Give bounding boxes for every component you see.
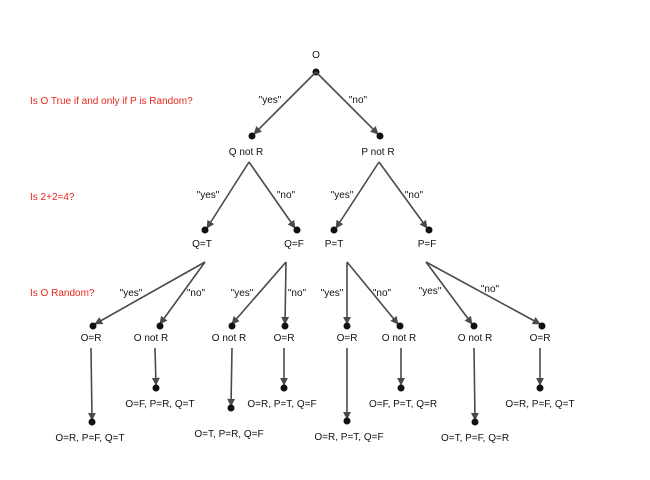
node-dot-q-f (293, 226, 301, 234)
node-dot-p-t (330, 226, 338, 234)
node-label-l3-3: O not R (212, 333, 246, 344)
node-label-leaf-6: O=F, P=T, Q=R (369, 399, 437, 410)
node-label-leaf-1: O=R, P=F, Q=T (55, 433, 124, 444)
answer-label-p-f-no: "no" (481, 284, 500, 295)
node-label-l3-1: O=R (81, 333, 102, 344)
answer-label-root-no: "no" (349, 95, 368, 106)
edge-root-no (315, 71, 379, 135)
answer-label-p-t-no: "no" (373, 288, 392, 299)
edge-q-f-no (281, 261, 290, 325)
node-dot-l3-8 (538, 322, 546, 330)
node-label-q-t: Q=T (192, 239, 212, 250)
answer-label-q-not-r-yes: "yes" (197, 190, 220, 201)
node-label-l3-5: O=R (337, 333, 358, 344)
node-label-q-f: Q=F (284, 239, 304, 250)
node-dot-l3-1 (89, 322, 97, 330)
node-dot-l3-7 (470, 322, 478, 330)
node-label-l3-6: O not R (382, 333, 416, 344)
answer-label-p-f-yes: "yes" (419, 286, 442, 297)
node-dot-leaf-5 (343, 417, 351, 425)
node-label-l3-4: O=R (274, 333, 295, 344)
question-two-plus-two: Is 2+2=4? (30, 192, 75, 203)
answer-label-p-not-r-yes: "yes" (331, 190, 354, 201)
answer-label-q-f-no: "no" (288, 288, 307, 299)
question-o-random: Is O Random? (30, 288, 95, 299)
node-label-q-not-r: Q not R (229, 147, 263, 158)
node-dot-q-t (201, 226, 209, 234)
node-label-leaf-3: O=T, P=R, Q=F (194, 429, 263, 440)
node-label-root: O (312, 50, 320, 61)
node-dot-leaf-1 (88, 418, 96, 426)
question-o-iff-p-random: Is O True if and only if P is Random? (30, 96, 193, 107)
answer-label-p-not-r-no: "no" (405, 190, 424, 201)
answer-label-q-f-yes: "yes" (231, 288, 254, 299)
node-dot-leaf-2 (152, 384, 160, 392)
node-label-leaf-4: O=R, P=T, Q=F (247, 399, 316, 410)
node-label-p-not-r: P not R (361, 147, 394, 158)
node-label-leaf-7: O=T, P=F, Q=R (441, 433, 509, 444)
node-label-leaf-8: O=R, P=F, Q=T (505, 399, 574, 410)
edge-p-not-r-no (378, 161, 428, 229)
node-dot-p-f (425, 226, 433, 234)
edge-q-t-no (159, 261, 206, 325)
edge-p-not-r-yes (335, 161, 380, 229)
node-dot-l3-3 (228, 322, 236, 330)
edge-q-not-r-no (248, 161, 296, 229)
edge-p-t-no (346, 261, 399, 325)
edge-leaf-1 (87, 347, 96, 421)
edge-q-not-r-yes (206, 161, 250, 229)
node-label-leaf-2: O=F, P=R, Q=T (125, 399, 194, 410)
node-dot-l3-4 (281, 322, 289, 330)
node-dot-leaf-4 (280, 384, 288, 392)
node-label-l3-2: O not R (134, 333, 168, 344)
answer-label-p-t-yes: "yes" (321, 288, 344, 299)
node-dot-leaf-8 (536, 384, 544, 392)
edge-q-f-yes (231, 261, 287, 325)
answer-label-root-yes: "yes" (259, 95, 282, 106)
edge-root-yes (253, 71, 317, 135)
node-dot-leaf-7 (471, 418, 479, 426)
edge-leaf-3 (227, 347, 236, 407)
answer-label-q-t-no: "no" (187, 288, 206, 299)
node-label-l3-8: O=R (530, 333, 551, 344)
answer-label-q-not-r-no: "no" (277, 190, 296, 201)
node-label-p-t: P=T (325, 239, 344, 250)
node-dot-l3-6 (396, 322, 404, 330)
node-dot-q-not-r (248, 132, 256, 140)
node-label-l3-7: O not R (458, 333, 492, 344)
node-dot-p-not-r (376, 132, 384, 140)
edge-p-f-yes (425, 261, 473, 325)
edge-q-t-yes (94, 261, 206, 325)
node-label-leaf-5: O=R, P=T, Q=F (314, 432, 383, 443)
answer-label-q-t-yes: "yes" (120, 288, 143, 299)
edge-p-f-no (425, 261, 541, 325)
node-dot-leaf-6 (397, 384, 405, 392)
node-label-p-f: P=F (418, 239, 437, 250)
node-dot-leaf-3 (227, 404, 235, 412)
node-dot-l3-2 (156, 322, 164, 330)
edge-leaf-2 (151, 347, 160, 386)
node-dot-l3-5 (343, 322, 351, 330)
edge-leaf-7 (470, 347, 479, 421)
